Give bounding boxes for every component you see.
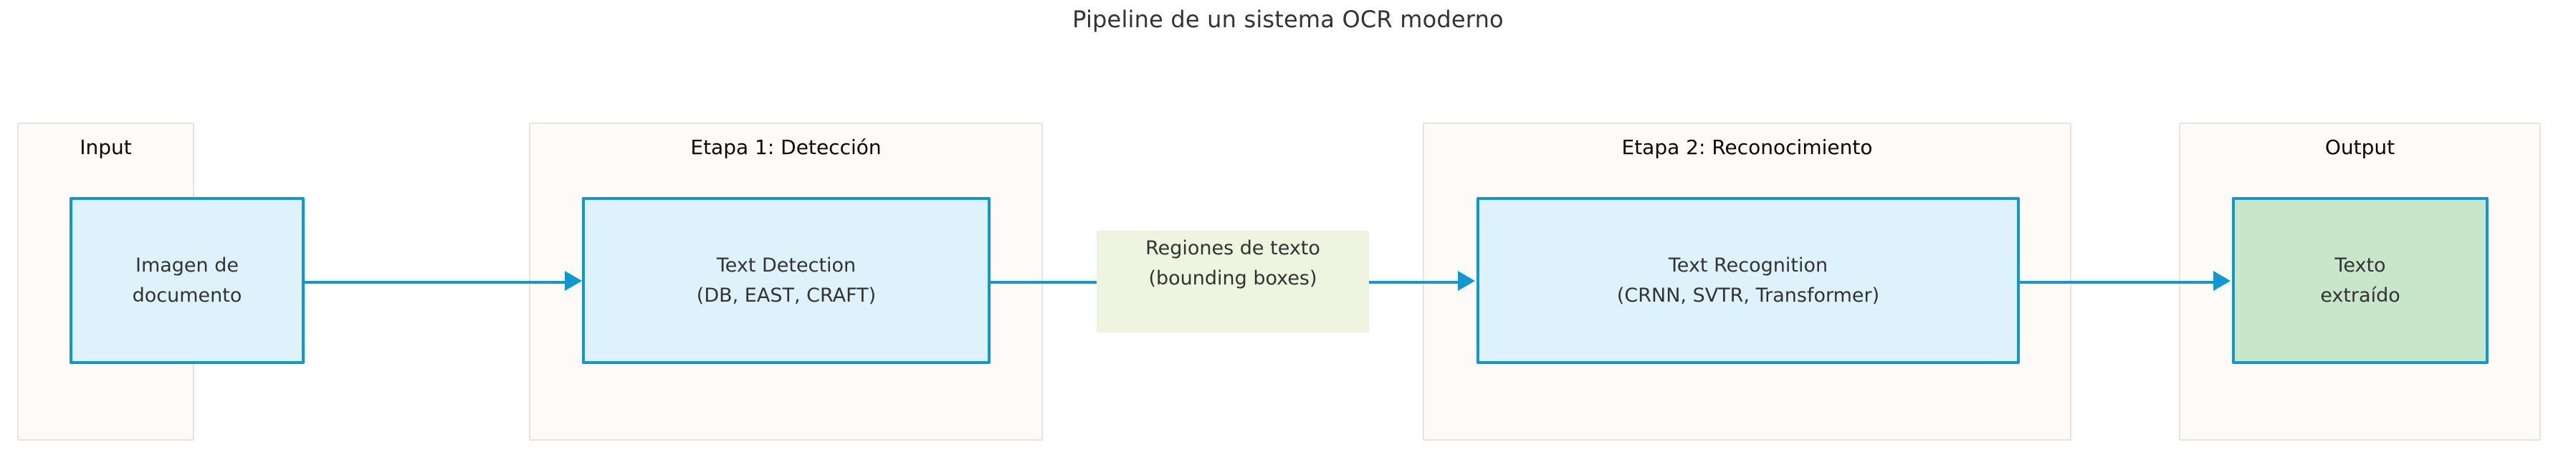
node-text-detection[interactable]: Text Detection (DB, EAST, CRAFT) [582,197,991,364]
edge-imagen-to-detection-line [305,281,566,284]
page-title: Pipeline de un sistema OCR moderno [1072,6,1504,33]
edge-label-line: (bounding boxes) [1148,267,1317,289]
node-label-line: (DB, EAST, CRAFT) [696,284,877,307]
edge-detection-to-recognition-arrowhead [1458,271,1475,291]
node-label-line: documento [132,284,242,307]
node-label-line: Imagen de [135,254,239,277]
edge-recognition-to-output-line [2020,281,2215,284]
edge-label-regiones-de-texto: Regiones de texto (bounding boxes) [1097,231,1369,332]
edge-recognition-to-output-arrowhead [2213,271,2231,291]
node-imagen-documento[interactable]: Imagen de documento [70,197,305,364]
cluster-title-etapa2: Etapa 2: Reconocimiento [1621,135,1873,159]
node-label-line: (CRNN, SVTR, Transformer) [1616,284,1880,307]
node-texto-extraido[interactable]: Texto extraído [2232,197,2489,364]
node-label-line: Text Recognition [1668,254,1828,277]
node-label-line: Texto [2334,254,2386,277]
edge-label-line: Regiones de texto [1145,237,1320,259]
node-label-line: Text Detection [716,254,857,277]
node-text-recognition[interactable]: Text Recognition (CRNN, SVTR, Transforme… [1477,197,2020,364]
edge-imagen-to-detection-arrowhead [565,271,582,291]
edge-detection-to-recognition-line-right [1368,281,1459,284]
cluster-title-output: Output [2324,135,2395,159]
node-label-line: extraído [2320,284,2400,307]
cluster-title-etapa1: Etapa 1: Detección [690,135,882,159]
edge-detection-to-recognition-line-left [991,281,1098,284]
cluster-title-input: Input [80,135,132,159]
